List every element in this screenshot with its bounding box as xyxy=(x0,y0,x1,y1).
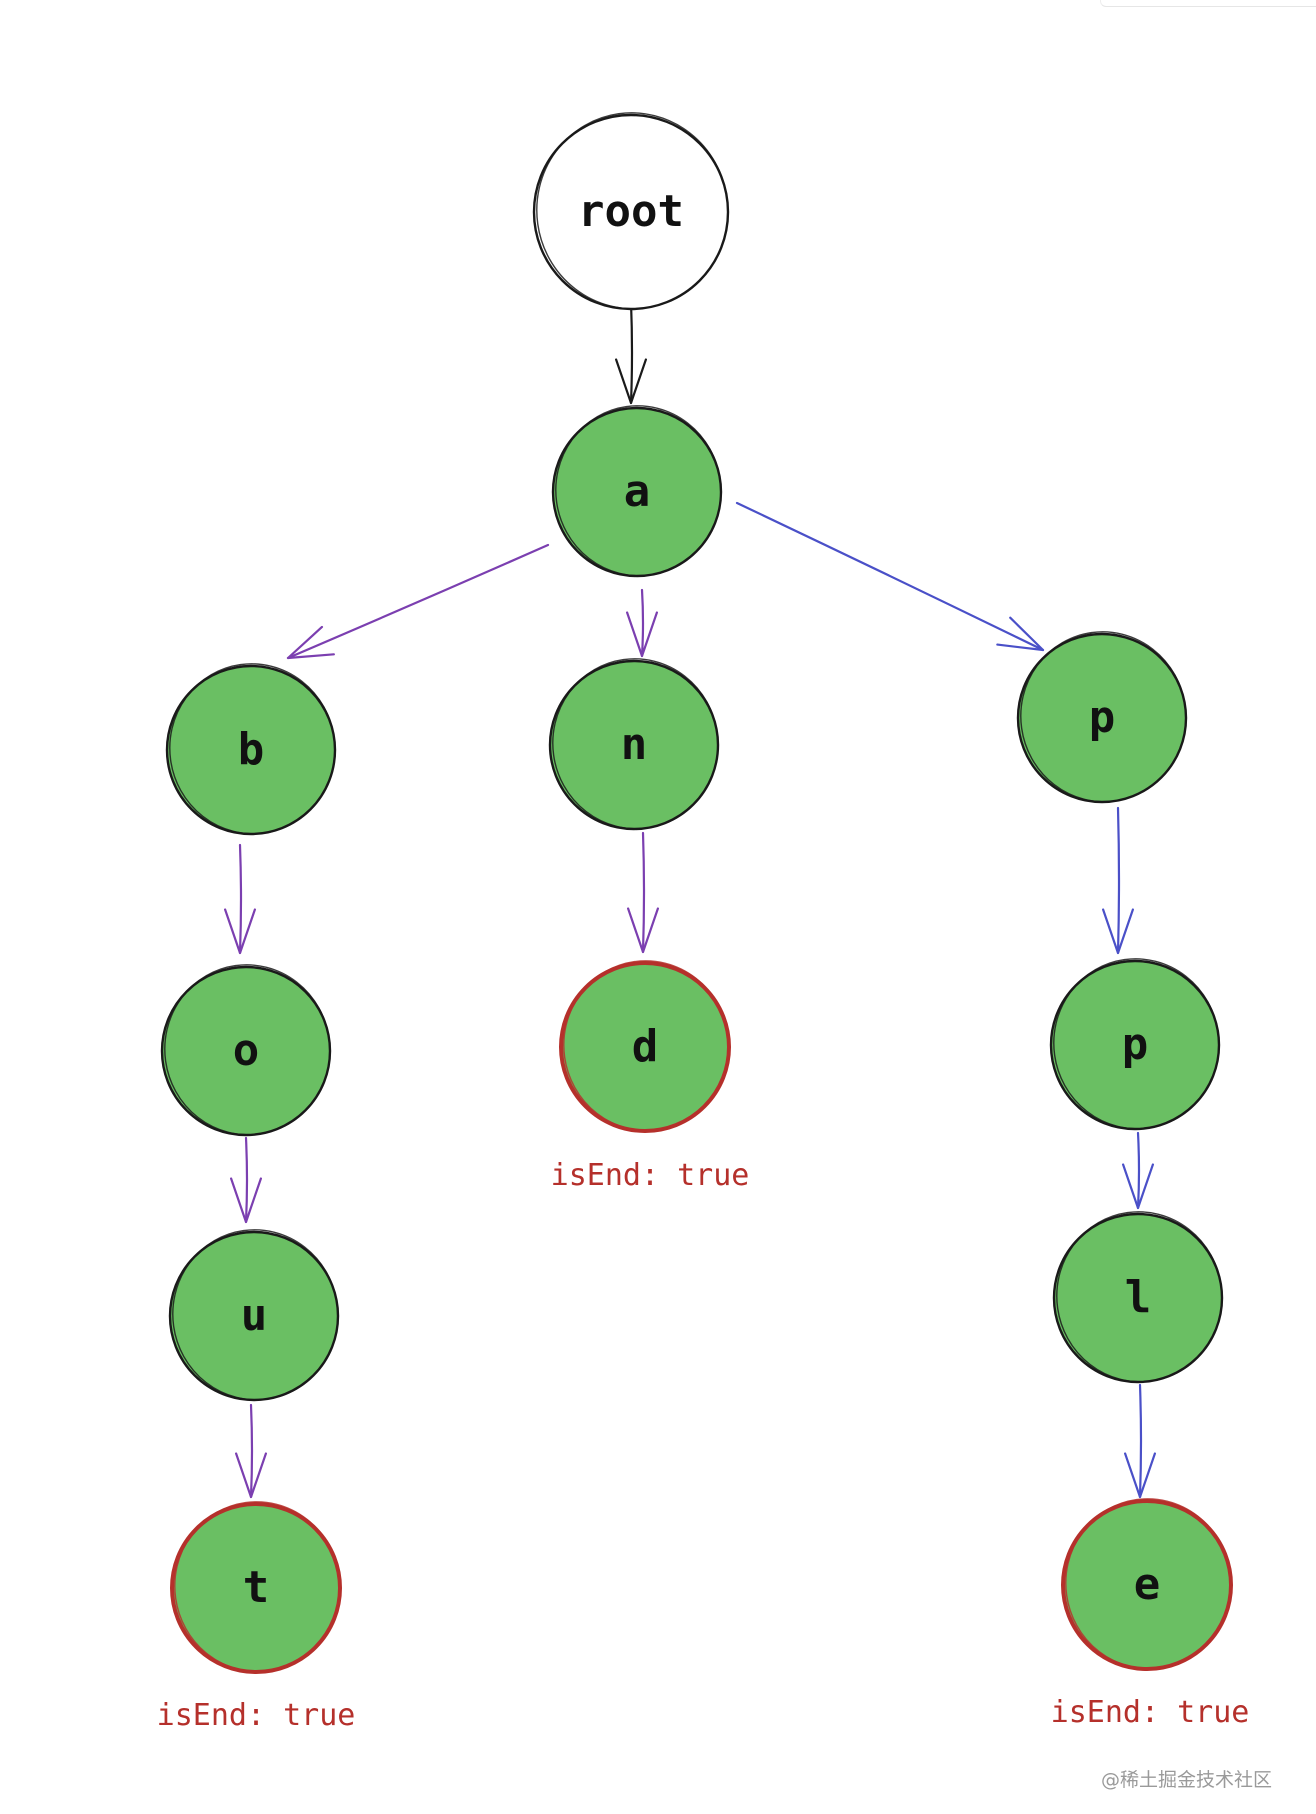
node-b: b xyxy=(165,663,337,836)
edge-b-o xyxy=(223,843,257,955)
end-labels-layer: isEnd: true isEnd: true isEnd: true xyxy=(157,1158,1250,1733)
node-u: u xyxy=(168,1229,340,1402)
node-label-b: b xyxy=(238,724,265,775)
node-label-u: u xyxy=(241,1290,268,1341)
node-label-d: d xyxy=(632,1021,659,1072)
watermark: @稀土掘金技术社区 xyxy=(1100,1769,1272,1791)
node-o: o xyxy=(160,964,332,1137)
edge-p2-l xyxy=(1121,1131,1155,1210)
node-label-e: e xyxy=(1134,1559,1161,1610)
is-end-label-d: isEnd: true xyxy=(551,1158,750,1193)
node-root: root xyxy=(532,112,730,311)
is-end-label-e: isEnd: true xyxy=(1051,1695,1250,1730)
edges-layer xyxy=(223,300,1157,1499)
edge-o-u xyxy=(229,1136,263,1224)
edge-l-e xyxy=(1123,1383,1157,1499)
top-edge-decoration xyxy=(1100,0,1316,7)
node-a: a xyxy=(551,405,723,578)
node-label-n: n xyxy=(621,719,648,770)
nodes-layer: root a b n p o d p u l t e xyxy=(160,112,1233,1674)
node-label-p1: p xyxy=(1089,692,1116,743)
is-end-label-t: isEnd: true xyxy=(157,1698,356,1733)
edge-n-d xyxy=(626,831,660,954)
node-d: d xyxy=(559,960,731,1133)
node-label-l: l xyxy=(1125,1272,1152,1323)
node-label-a: a xyxy=(624,466,651,517)
edge-u-t xyxy=(234,1403,268,1499)
edge-a-n xyxy=(625,588,659,658)
node-p1: p xyxy=(1016,631,1188,804)
node-label-root: root xyxy=(578,186,684,237)
node-n: n xyxy=(548,658,720,831)
node-t: t xyxy=(170,1501,342,1674)
node-l: l xyxy=(1052,1211,1224,1384)
node-p2: p xyxy=(1049,958,1221,1131)
node-label-o: o xyxy=(233,1025,260,1076)
node-label-t: t xyxy=(243,1562,270,1613)
edge-p1-p2 xyxy=(1101,806,1135,955)
edge-root-a xyxy=(614,300,648,405)
node-label-p2: p xyxy=(1122,1019,1149,1070)
node-e: e xyxy=(1061,1498,1233,1671)
edge-a-p1 xyxy=(735,501,1045,652)
edge-a-b xyxy=(286,543,550,660)
